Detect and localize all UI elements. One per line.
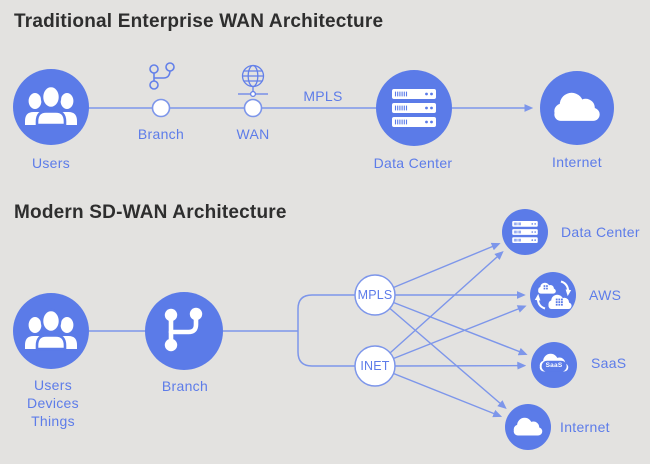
sdwan-links — [389, 242, 528, 418]
aws-label: AWS — [589, 287, 622, 303]
section-title-modern: Modern SD-WAN Architecture — [14, 202, 287, 223]
branch-node-circle — [151, 98, 171, 118]
users-devices-things-label: Users Devices Things — [27, 376, 79, 430]
saas-icon-text: SaaS — [541, 360, 567, 372]
mpls-node-circle — [354, 274, 396, 316]
link-inet-to-aws — [393, 305, 527, 360]
users-line: Users — [33, 377, 73, 393]
inet-node-circle — [354, 345, 396, 387]
sdwan-datacenter-label: Data Center — [561, 224, 640, 240]
section-title-traditional: Traditional Enterprise WAN Architecture — [14, 11, 384, 32]
link-inet-to-internet — [393, 372, 503, 418]
link-mpls-to-internet — [389, 307, 507, 409]
internet-label: Internet — [552, 154, 602, 170]
branch-glyph-icon — [149, 62, 175, 90]
aws-circle — [530, 272, 576, 318]
aws-cloud-sync-icon — [534, 280, 572, 310]
users-label: Users — [31, 155, 71, 171]
wan-globe-icon — [238, 64, 268, 98]
branch-label: Branch — [137, 126, 185, 142]
inet-node-label: INET — [360, 359, 390, 373]
sdwan-branch-label: Branch — [161, 378, 209, 394]
mpls-node-label: MPLS — [357, 288, 393, 302]
link-mpls-to-saas — [393, 301, 528, 356]
wan-label: WAN — [236, 126, 270, 142]
sdwan-internet-label: Internet — [560, 419, 610, 435]
datacenter-label: Data Center — [373, 155, 453, 171]
devices-line: Devices — [27, 395, 79, 411]
link-inet-to-datacenter — [389, 250, 504, 354]
saas-label: SaaS — [591, 355, 627, 371]
mpls-link-label: MPLS — [303, 88, 343, 104]
server-stack-icon — [391, 88, 437, 128]
server-stack-icon — [511, 220, 539, 244]
wan-node-circle — [243, 98, 263, 118]
things-line: Things — [31, 413, 75, 429]
split-bracket — [297, 294, 355, 367]
link-mpls-to-datacenter — [393, 242, 501, 289]
